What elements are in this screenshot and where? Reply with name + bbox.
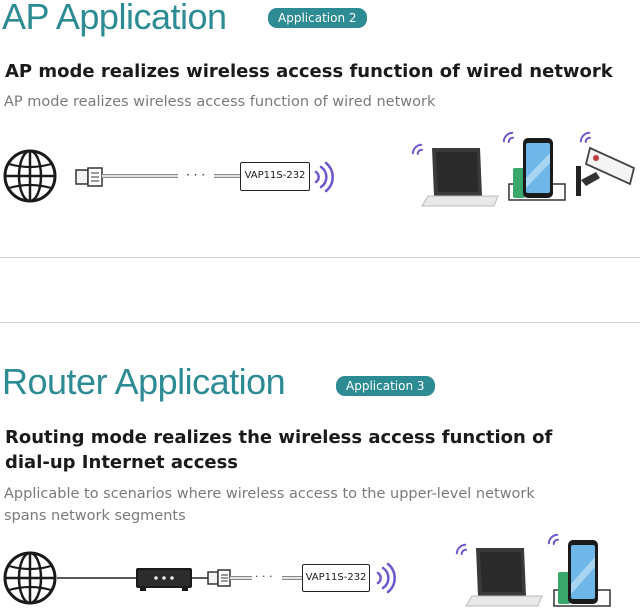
router-description-line2: spans network segments — [4, 508, 186, 524]
laptop-icon — [455, 543, 543, 607]
phone-icon — [547, 533, 611, 607]
ap-heading: AP mode realizes wireless access functio… — [5, 61, 613, 82]
router-device-label: VAP11S-232 — [302, 564, 370, 592]
router-diagram — [3, 533, 611, 607]
wifi-signal-icon — [314, 161, 334, 193]
router-icon — [136, 568, 192, 591]
router-ellipsis: · · · — [255, 570, 273, 583]
router-heading-line2: dial-up Internet access — [5, 452, 239, 473]
wifi-signal-icon — [376, 562, 396, 594]
ap-ellipsis: · · · — [186, 168, 206, 182]
ethernet-plug-icon — [75, 167, 103, 187]
phone-icon — [502, 131, 566, 201]
ap-description: AP mode realizes wireless access functio… — [4, 94, 436, 110]
camera-icon — [576, 131, 636, 196]
ap-section-title: AP Application — [2, 0, 227, 37]
laptop-icon — [411, 143, 499, 207]
ap-diagram — [3, 131, 636, 207]
ap-application-badge: Application 2 — [268, 8, 367, 28]
router-heading-line1: Routing mode realizes the wireless acces… — [5, 427, 553, 448]
globe-icon — [3, 149, 57, 203]
router-description-line1: Applicable to scenarios where wireless a… — [4, 486, 535, 502]
globe-icon — [3, 551, 57, 605]
ethernet-plug-icon — [207, 569, 231, 587]
divider-bottom — [0, 322, 640, 323]
divider-top — [0, 257, 640, 258]
router-application-badge: Application 3 — [336, 376, 435, 396]
router-section-title: Router Application — [2, 361, 286, 402]
ap-device-label: VAP11S-232 — [240, 162, 310, 191]
